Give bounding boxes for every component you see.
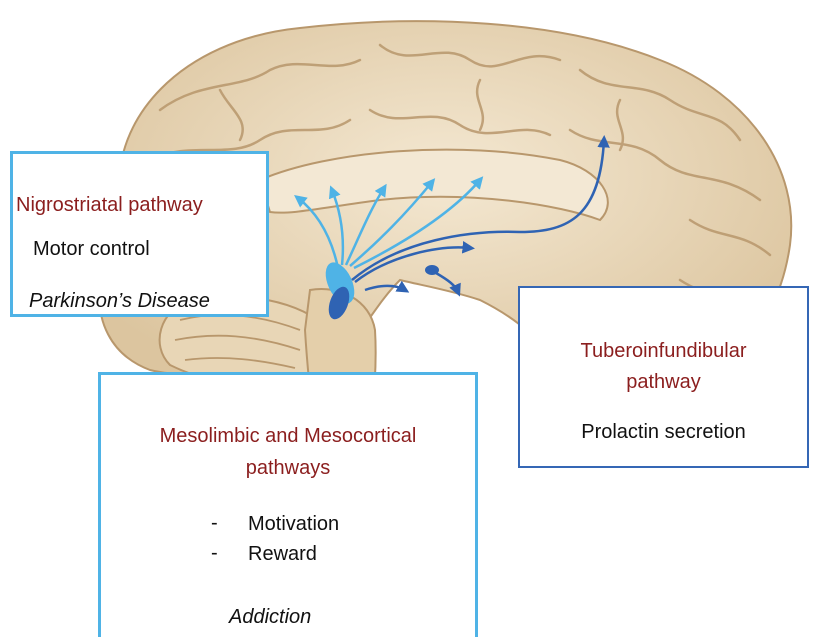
reward-bullet: - bbox=[211, 542, 218, 565]
motivation-item: Motivation bbox=[248, 511, 339, 538]
nigrostriatal-title: Nigrostriatal pathway bbox=[16, 192, 203, 219]
mesolimbic-box: Mesolimbic and Mesocortical pathways - M… bbox=[98, 372, 478, 637]
mesolimbic-disease: Addiction bbox=[229, 604, 311, 631]
tuberoinfundibular-title-line1: Tuberoinfundibular bbox=[520, 338, 807, 365]
tuberoinfundibular-title-line2: pathway bbox=[520, 369, 807, 396]
nigrostriatal-box: Nigrostriatal pathway Motor control Park… bbox=[10, 151, 269, 317]
arcuate-nucleus bbox=[425, 265, 439, 275]
nigrostriatal-disease: Parkinson’s Disease bbox=[29, 288, 210, 315]
nigrostriatal-function: Motor control bbox=[33, 236, 150, 263]
tuberoinfundibular-function: Prolactin secretion bbox=[520, 419, 807, 446]
motivation-bullet: - bbox=[211, 512, 218, 535]
tuberoinfundibular-box: Tuberoinfundibular pathway Prolactin sec… bbox=[518, 286, 809, 468]
mesolimbic-title-line2: pathways bbox=[101, 455, 475, 482]
mesolimbic-title-line1: Mesolimbic and Mesocortical bbox=[101, 423, 475, 450]
reward-item: Reward bbox=[248, 541, 317, 568]
